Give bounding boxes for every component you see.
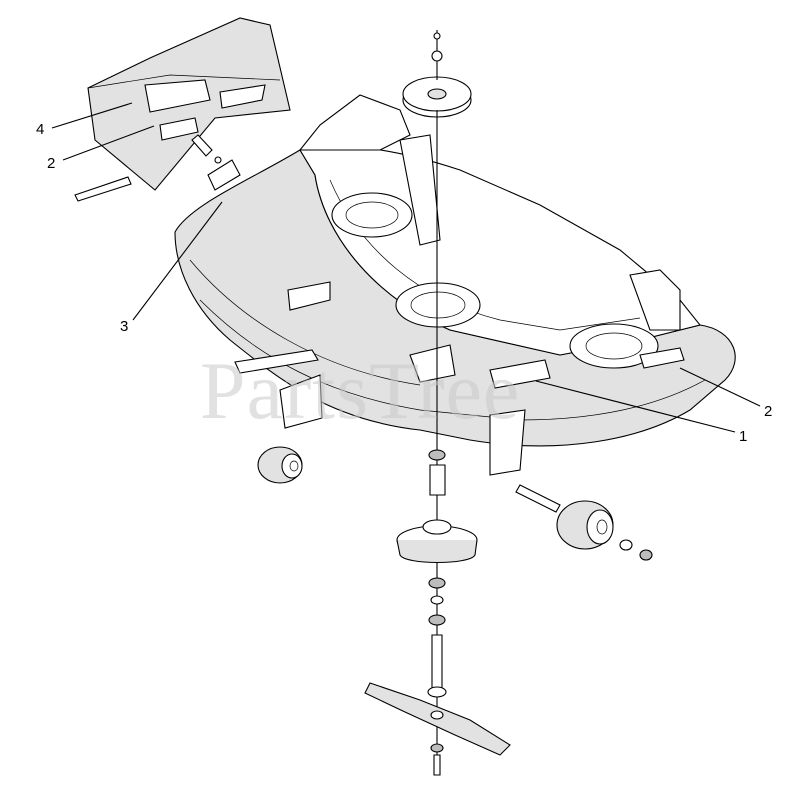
spindle-assembly xyxy=(396,110,478,760)
spindle-well-right xyxy=(569,323,659,369)
callout-4: 4 xyxy=(36,121,44,138)
callout-3: 3 xyxy=(120,318,128,335)
anti-scalp-wheel-left xyxy=(257,446,303,484)
hinge-rod xyxy=(74,176,132,202)
discharge-deflector xyxy=(74,17,291,202)
idler-bracket xyxy=(399,134,681,331)
mower-blade xyxy=(364,682,511,776)
spindle-well-left xyxy=(331,192,413,238)
callout-2-left: 2 xyxy=(47,155,55,172)
deck-decal xyxy=(489,347,685,389)
deflector-hinge-bracket xyxy=(207,159,241,191)
callout-1: 1 xyxy=(739,428,747,445)
callout-leaders xyxy=(51,102,761,433)
anti-scalp-wheel-right xyxy=(515,484,653,561)
deck-housing xyxy=(174,94,736,447)
callout-2-right: 2 xyxy=(764,403,772,420)
idler-pulley xyxy=(402,30,472,118)
spindle-well-center xyxy=(395,282,481,328)
watermark: PartsTree xyxy=(200,345,520,436)
deflector-spring xyxy=(191,134,213,157)
deflector-decal xyxy=(144,79,211,113)
front-hanger-bracket xyxy=(234,281,526,476)
